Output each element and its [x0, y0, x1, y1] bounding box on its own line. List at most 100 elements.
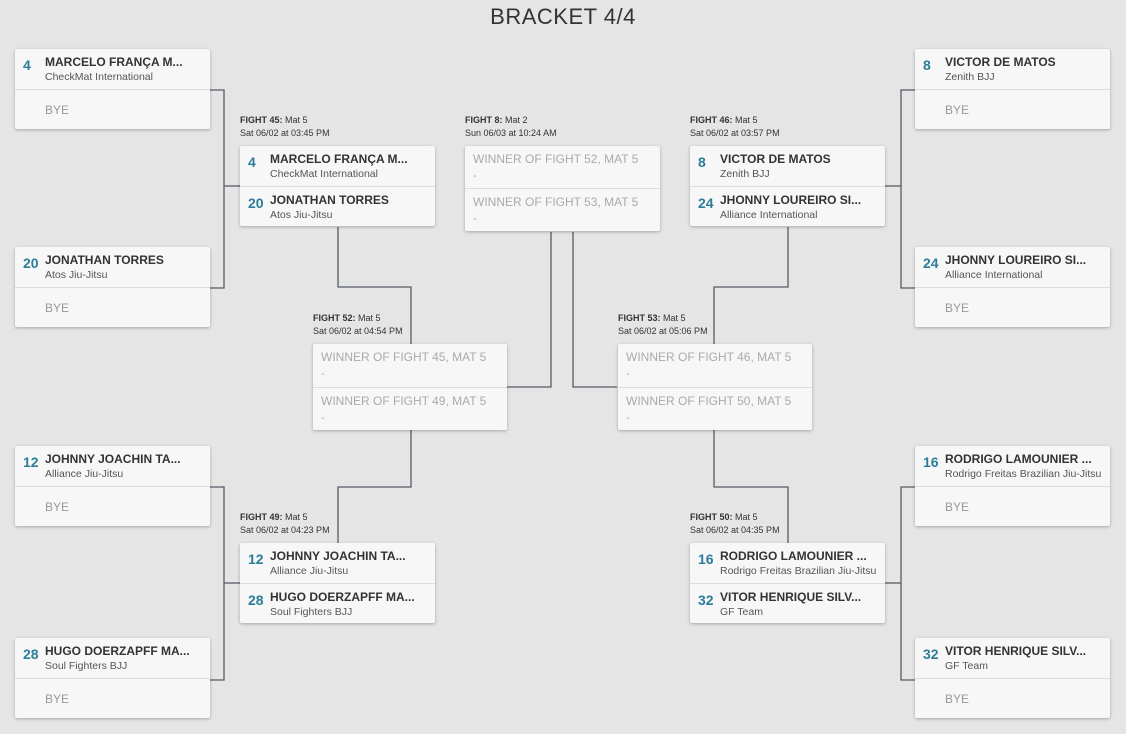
competitor-slot[interactable]: 4 MARCELO FRANÇA M... CheckMat Internati… [240, 146, 435, 186]
bracket-card-first-round[interactable]: 8 VICTOR DE MATOS Zenith BJJ BYE [915, 49, 1110, 129]
competitor-team: Alliance International [945, 269, 1043, 281]
competitor-slot[interactable]: 28 HUGO DOERZAPFF MA... Soul Fighters BJ… [240, 583, 435, 624]
fight-mat: Mat 5 [285, 115, 308, 125]
bracket-card-first-round[interactable]: 4 MARCELO FRANÇA M... CheckMat Internati… [15, 49, 210, 129]
competitor-slot[interactable]: 32 VITOR HENRIQUE SILV... GF Team [915, 638, 1110, 678]
competitor-slot[interactable]: 16 RODRIGO LAMOUNIER ... Rodrigo Freitas… [915, 446, 1110, 486]
bye-slot: BYE [15, 486, 210, 527]
competitor-slot[interactable]: 8 VICTOR DE MATOS Zenith BJJ [915, 49, 1110, 89]
competitor-slot[interactable]: 20 JONATHAN TORRES Atos Jiu-Jitsu [240, 186, 435, 227]
fight-8-card[interactable]: WINNER OF FIGHT 52, MAT 5 - WINNER OF FI… [465, 146, 660, 231]
bye-label: BYE [45, 103, 70, 117]
pending-winner-label: WINNER OF FIGHT 45, MAT 5 [321, 350, 487, 364]
fight-50-card[interactable]: 16 RODRIGO LAMOUNIER ... Rodrigo Freitas… [690, 543, 885, 623]
pending-winner-label: WINNER OF FIGHT 49, MAT 5 [321, 394, 487, 408]
competitor-team: Zenith BJJ [720, 168, 770, 180]
fight-8-info: FIGHT 8: Mat 2 Sun 06/03 at 10:24 AM [465, 114, 557, 140]
fight-mat: Mat 5 [358, 313, 381, 323]
bye-label: BYE [945, 103, 970, 117]
fight-mat: Mat 2 [505, 115, 528, 125]
competitor-team: Atos Jiu-Jitsu [45, 269, 108, 281]
seed-number: 24 [698, 195, 714, 211]
bracket-card-first-round[interactable]: 12 JOHNNY JOACHIN TA... Alliance Jiu-Jit… [15, 446, 210, 526]
seed-number: 16 [923, 454, 939, 470]
bye-slot: BYE [915, 678, 1110, 719]
pending-winner-label: WINNER OF FIGHT 46, MAT 5 [626, 350, 792, 364]
seed-number: 12 [248, 551, 264, 567]
competitor-name: RODRIGO LAMOUNIER ... [945, 452, 1092, 466]
pending-slot[interactable]: WINNER OF FIGHT 45, MAT 5 - [313, 344, 507, 387]
fight-time: Sat 06/02 at 03:45 PM [240, 128, 330, 138]
fight-53-info: FIGHT 53: Mat 5 Sat 06/02 at 05:06 PM [618, 312, 708, 338]
competitor-slot[interactable]: 32 VITOR HENRIQUE SILV... GF Team [690, 583, 885, 624]
pending-slot[interactable]: WINNER OF FIGHT 46, MAT 5 - [618, 344, 812, 387]
fight-45-info: FIGHT 45: Mat 5 Sat 06/02 at 03:45 PM [240, 114, 330, 140]
competitor-team: Zenith BJJ [945, 71, 995, 83]
competitor-team: GF Team [945, 660, 988, 672]
competitor-slot[interactable]: 24 JHONNY LOUREIRO SI... Alliance Intern… [915, 247, 1110, 287]
competitor-team: Soul Fighters BJJ [45, 660, 128, 672]
seed-number: 24 [923, 255, 939, 271]
bye-slot: BYE [15, 678, 210, 719]
pending-winner-dash: - [626, 412, 630, 424]
bye-label: BYE [945, 301, 970, 315]
seed-number: 12 [23, 454, 39, 470]
pending-slot[interactable]: WINNER OF FIGHT 53, MAT 5 - [465, 188, 660, 232]
competitor-name: JONATHAN TORRES [45, 253, 164, 267]
bracket-card-first-round[interactable]: 24 JHONNY LOUREIRO SI... Alliance Intern… [915, 247, 1110, 327]
page-title: BRACKET 4/4 [490, 4, 636, 29]
competitor-slot[interactable]: 28 HUGO DOERZAPFF MA... Soul Fighters BJ… [15, 638, 210, 678]
bye-slot: BYE [15, 287, 210, 328]
fight-number: FIGHT 53: [618, 313, 661, 323]
pending-winner-dash: - [473, 170, 477, 182]
fight-53-card[interactable]: WINNER OF FIGHT 46, MAT 5 - WINNER OF FI… [618, 344, 812, 430]
competitor-name: JONATHAN TORRES [270, 193, 389, 207]
pending-slot[interactable]: WINNER OF FIGHT 52, MAT 5 - [465, 146, 660, 188]
fight-time: Sat 06/02 at 05:06 PM [618, 326, 708, 336]
competitor-name: VITOR HENRIQUE SILV... [945, 644, 1087, 658]
fight-time: Sat 06/02 at 03:57 PM [690, 128, 780, 138]
competitor-name: RODRIGO LAMOUNIER ... [720, 549, 867, 563]
competitor-slot[interactable]: 8 VICTOR DE MATOS Zenith BJJ [690, 146, 885, 186]
bracket-card-first-round[interactable]: 28 HUGO DOERZAPFF MA... Soul Fighters BJ… [15, 638, 210, 718]
seed-number: 8 [698, 154, 706, 170]
competitor-name: VICTOR DE MATOS [945, 55, 1056, 69]
fight-49-card[interactable]: 12 JOHNNY JOACHIN TA... Alliance Jiu-Jit… [240, 543, 435, 623]
competitor-slot[interactable]: 20 JONATHAN TORRES Atos Jiu-Jitsu [15, 247, 210, 287]
competitor-team: CheckMat International [45, 71, 153, 83]
competitor-name: VITOR HENRIQUE SILV... [720, 590, 862, 604]
competitor-slot[interactable]: 12 JOHNNY JOACHIN TA... Alliance Jiu-Jit… [15, 446, 210, 486]
fight-46-card[interactable]: 8 VICTOR DE MATOS Zenith BJJ 24 JHONNY L… [690, 146, 885, 226]
fight-mat: Mat 5 [663, 313, 686, 323]
fight-number: FIGHT 45: [240, 115, 283, 125]
fight-time: Sat 06/02 at 04:35 PM [690, 525, 780, 535]
competitor-name: JOHNNY JOACHIN TA... [45, 452, 181, 466]
bracket-card-first-round[interactable]: 20 JONATHAN TORRES Atos Jiu-Jitsu BYE [15, 247, 210, 327]
bye-label: BYE [45, 301, 70, 315]
seed-number: 28 [23, 646, 39, 662]
competitor-team: Rodrigo Freitas Brazilian Jiu-Jitsu [945, 468, 1102, 480]
competitor-slot[interactable]: 16 RODRIGO LAMOUNIER ... Rodrigo Freitas… [690, 543, 885, 583]
competitor-slot[interactable]: 4 MARCELO FRANÇA M... CheckMat Internati… [15, 49, 210, 89]
bye-slot: BYE [915, 486, 1110, 527]
pending-slot[interactable]: WINNER OF FIGHT 50, MAT 5 - [618, 387, 812, 431]
fight-45-card[interactable]: 4 MARCELO FRANÇA M... CheckMat Internati… [240, 146, 435, 226]
pending-slot[interactable]: WINNER OF FIGHT 49, MAT 5 - [313, 387, 507, 431]
competitor-team: Rodrigo Freitas Brazilian Jiu-Jitsu [720, 565, 877, 577]
fight-number: FIGHT 49: [240, 512, 283, 522]
competitor-name: JHONNY LOUREIRO SI... [945, 253, 1087, 267]
fight-52-card[interactable]: WINNER OF FIGHT 45, MAT 5 - WINNER OF FI… [313, 344, 507, 430]
bye-label: BYE [945, 500, 970, 514]
competitor-slot[interactable]: 24 JHONNY LOUREIRO SI... Alliance Intern… [690, 186, 885, 227]
competitor-team: Alliance International [720, 209, 818, 221]
competitor-slot[interactable]: 12 JOHNNY JOACHIN TA... Alliance Jiu-Jit… [240, 543, 435, 583]
competitor-team: Soul Fighters BJJ [270, 606, 353, 618]
fight-52-info: FIGHT 52: Mat 5 Sat 06/02 at 04:54 PM [313, 312, 403, 338]
bracket-card-first-round[interactable]: 32 VITOR HENRIQUE SILV... GF Team BYE [915, 638, 1110, 718]
bye-label: BYE [945, 692, 970, 706]
bye-slot: BYE [15, 89, 210, 130]
bracket-card-first-round[interactable]: 16 RODRIGO LAMOUNIER ... Rodrigo Freitas… [915, 446, 1110, 526]
bye-label: BYE [45, 692, 70, 706]
pending-winner-dash: - [473, 213, 477, 225]
competitor-name: JHONNY LOUREIRO SI... [720, 193, 862, 207]
